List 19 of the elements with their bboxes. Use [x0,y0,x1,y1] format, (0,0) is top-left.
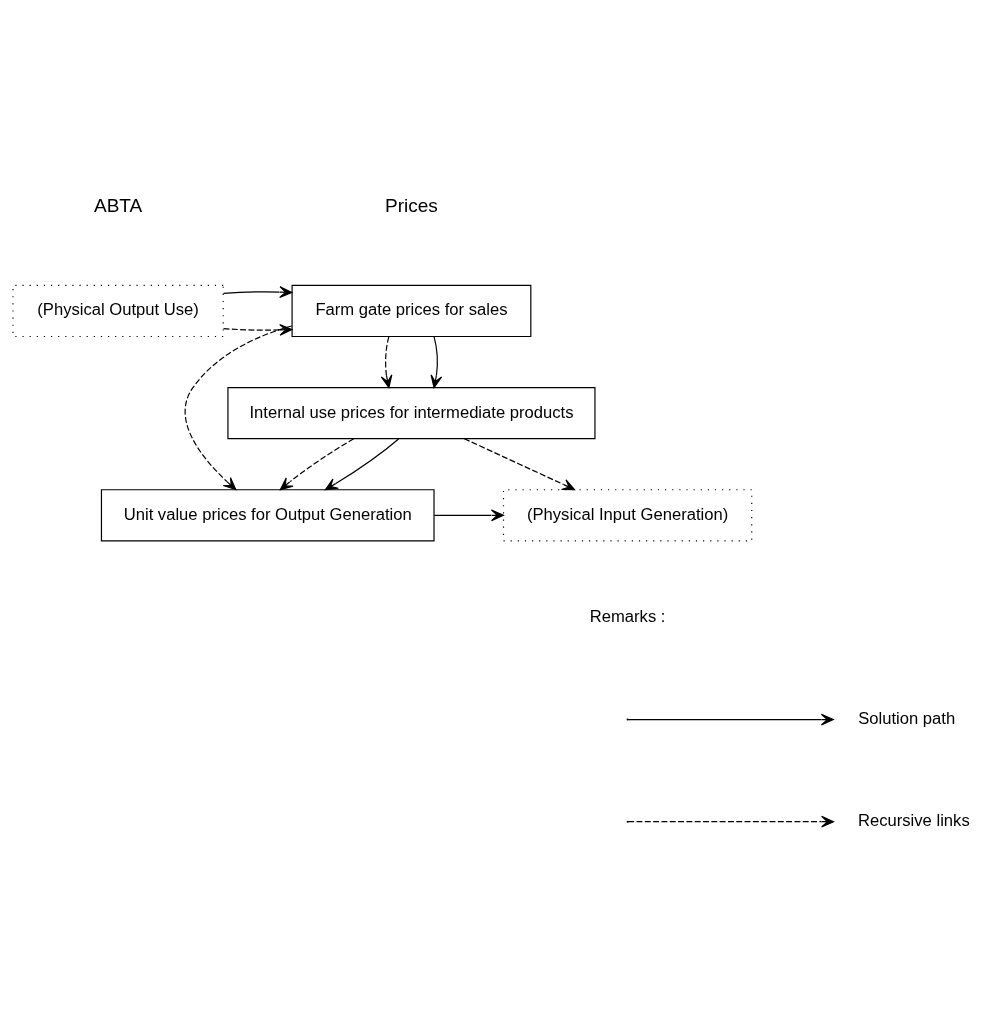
arrow [430,336,443,389]
arrow [433,509,504,522]
legend-label: Recursive links [858,811,970,831]
arrow [279,438,355,491]
node-box: (Physical Input Generation) [502,489,753,542]
arrow [380,336,393,389]
label: Remarks : [589,606,666,626]
label: ABTA [93,194,143,216]
arrow [222,324,293,336]
node-box: Farm gate prices for sales [291,284,532,338]
node-box: Internal use prices for intermediate products [227,387,596,440]
arrow [463,438,576,491]
arrow [184,325,293,491]
node-box: Unit value prices for Output Generation [100,489,435,542]
arrow [324,438,400,491]
legend-label: Solution path [858,708,956,728]
arrow [222,286,293,298]
node-box: (Physical Output Use) [12,284,224,338]
label: Prices [385,194,438,216]
